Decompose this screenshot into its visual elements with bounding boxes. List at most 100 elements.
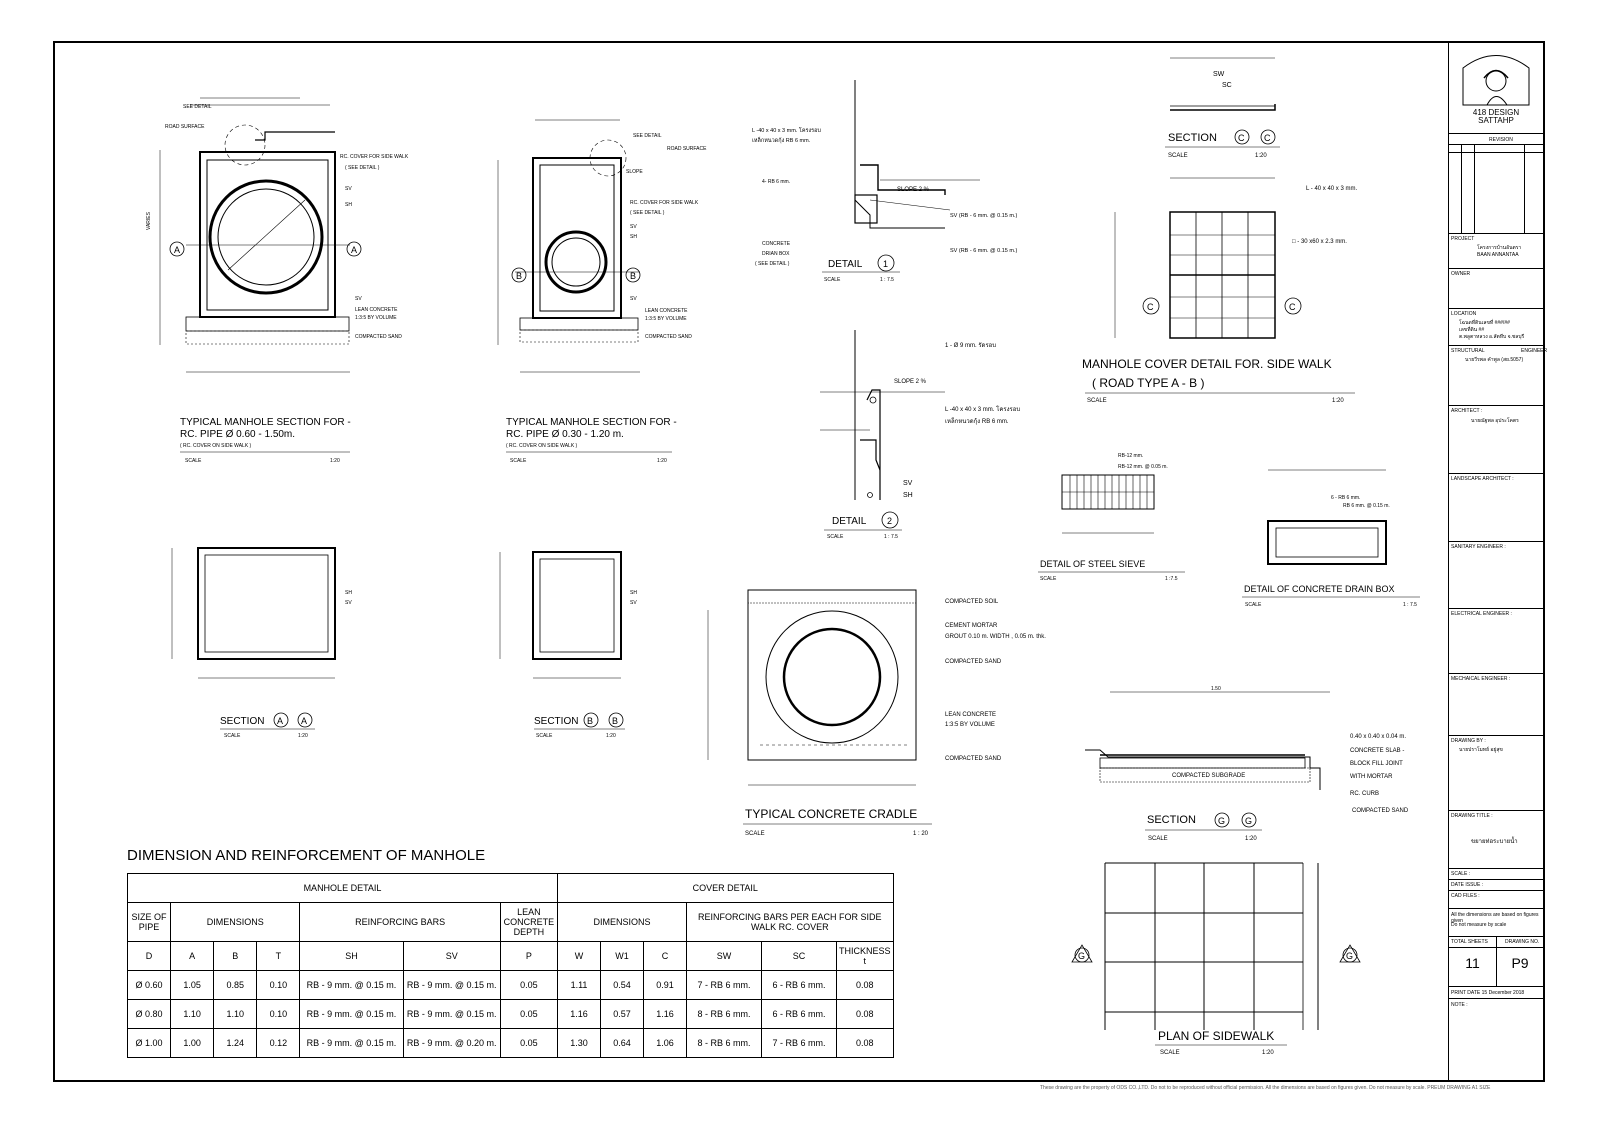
drawing-by-label: DRAWING BY : [1451,738,1486,744]
detail-1-number: 1 [883,259,888,269]
cover-detail-header: COVER DETAIL [557,873,894,903]
cell: 1.30 [557,1028,601,1058]
drawing-title-th: ขยายท่อระบายน้ำ [1471,839,1518,845]
cell: 1.10 [213,999,258,1029]
cell: RB - 9 mm. @ 0.15 m. [402,970,501,1000]
scale-value-12: 1:20 [1245,836,1257,842]
steel-sieve-drawing [1061,474,1155,534]
electrical-label: ELECTRICAL ENGINEER : [1451,611,1512,617]
company-logo: 418 DESIGN SATTAHP [1462,55,1530,125]
marker-g-1: G [1218,816,1225,826]
slope2-label-2: SLOPE 2 % [894,379,927,385]
note-scale: Do not measure by scale [1451,922,1507,928]
cell: 1.16 [557,999,601,1029]
scale-label-8: SCALE [1245,602,1262,608]
angle-note-4: เหล็กหนวดกุ้ง RB 6 mm. [945,416,1009,425]
cell: 0.10 [256,970,301,1000]
cover-title-2: ( ROAD TYPE A - B ) [1092,376,1204,390]
manhole-section-030 [497,119,640,373]
scale-value-13: 1:20 [1262,1050,1274,1056]
cell: 0.08 [836,1028,894,1058]
cell: RB - 9 mm. @ 0.15 m. [299,999,404,1029]
note-dims: All the dimensions are based on figures … [1451,912,1539,924]
cell: 0.05 [499,1028,559,1058]
cradle-title: TYPICAL CONCRETE CRADLE [745,807,917,821]
col-header: W [557,941,601,971]
project-en: BAAN ANNANTAA [1477,252,1519,258]
col-header: C [643,941,687,971]
sieve-title: DETAIL OF STEEL SIEVE [1040,559,1145,569]
cell: 0.85 [213,970,258,1000]
sh-label-5: SH [630,590,637,596]
location-1: โฉนดที่ดินเลขที่ ###/## [1459,320,1510,326]
cell: 7 - RB 6 mm. [761,1028,837,1058]
angle-note-3: L -40 x 40 x 3 mm. โครงรอบ [945,405,1020,413]
plan-sidewalk-drawing [1104,862,1319,1030]
cell: Ø 1.00 [126,1028,172,1058]
cell: 8 - RB 6 mm. [686,1028,762,1058]
footer-note: These drawing are the property of ODS CO… [1040,1085,1491,1091]
structural-label: STRUCTURAL [1451,348,1485,354]
cell: Ø 0.60 [126,970,172,1000]
see-detail-label-2: ( SEE DETAIL ) [630,210,665,216]
drawing-border [53,41,1545,1082]
scale-tb-label: SCALE : [1451,871,1471,877]
revision-label: REVISION [1489,137,1513,143]
cell: 1.10 [170,999,215,1029]
drain-box-note-2: DRIAN BOX [762,251,790,257]
sv-label-4: SV [630,296,637,302]
drain-box-drawing [1267,469,1387,565]
scale-label-12: SCALE [1148,836,1168,842]
detail-2-title: DETAIL [832,516,867,527]
typ-060-title-3: ( RC. COVER ON SIDE WALK ) [180,443,252,449]
typ-030-title-2: RC. PIPE Ø 0.30 - 1.20 m. [506,429,624,440]
typ-030-title-1: TYPICAL MANHOLE SECTION FOR - [506,417,677,428]
scale-value-4: 1 : 7.5 [884,534,898,540]
l40-note: L - 40 x 40 x 3 mm. [1306,186,1357,192]
manhole-detail-header: MANHOLE DETAIL [127,873,558,903]
manhole-section-060 [159,97,350,373]
sc-label: SC [1222,82,1232,89]
sh-label-4: SH [345,590,352,596]
marker-a-4: A [301,716,307,726]
project-th: โครงการบ้านอันตรา [1477,245,1522,251]
marker-b-3: B [587,716,593,726]
compacted-sand-label-5: COMPACTED SAND [1352,808,1409,814]
rb6a-label: 6 - RB 6 mm. [1331,495,1360,501]
compacted-subgrade-label: COMPACTED SUBGRADE [1172,773,1245,779]
cover-title-1: MANHOLE COVER DETAIL FOR. SIDE WALK [1082,357,1332,371]
scale-label-5: SCALE [1168,153,1188,159]
see-detail-2-label: SEE DETAIL [633,133,662,139]
section-bb-drawing [499,551,622,679]
slab-label-4: WITH MORTAR [1350,774,1393,780]
cell: RB - 9 mm. @ 0.15 m. [402,999,501,1029]
cell: 7 - RB 6 mm. [686,970,762,1000]
cell: 6 - RB 6 mm. [761,999,837,1029]
note-label: NOTE : [1451,1002,1468,1008]
scale-label-6: SCALE [1087,398,1107,404]
lean-mix-label-3: 1:3:5 BY VOLUME [945,722,995,728]
sw-label: SW [1213,71,1225,78]
cell: 1.05 [170,970,215,1000]
location-3: ต.พลูตาหลวง อ.สัตหีบ จ.ชลบุรี [1459,334,1525,340]
scale-value-9: 1:20 [298,733,308,739]
lean-concrete-label-2: LEAN CONCRETE [645,308,688,314]
cell: 0.10 [256,999,301,1029]
compacted-soil-label: COMPACTED SOIL [945,599,999,605]
marker-c-4: C [1289,302,1296,312]
rb12b-label: RB-12 mm. @ 0.05 m. [1118,464,1168,470]
scale-value: 1:20 [330,458,340,464]
scale-label-7: SCALE [1040,576,1057,582]
lean-depth-header: LEAN CONCRETE DEPTH [499,902,559,942]
col-header: T [256,941,301,971]
marker-a-left: A [174,245,180,255]
cell: RB - 9 mm. @ 0.15 m. [299,1028,404,1058]
col-header: A [170,941,215,971]
marker-a-right: A [351,245,357,255]
see-detail-1-label: SEE DETAIL [183,104,212,110]
l30-note: □ - 30 x60 x 2.3 mm. [1292,239,1347,245]
drawing-title-label: DRAWING TITLE : [1451,813,1493,819]
scale-value-5: 1:20 [1255,153,1267,159]
section-aa-drawing [171,547,336,679]
